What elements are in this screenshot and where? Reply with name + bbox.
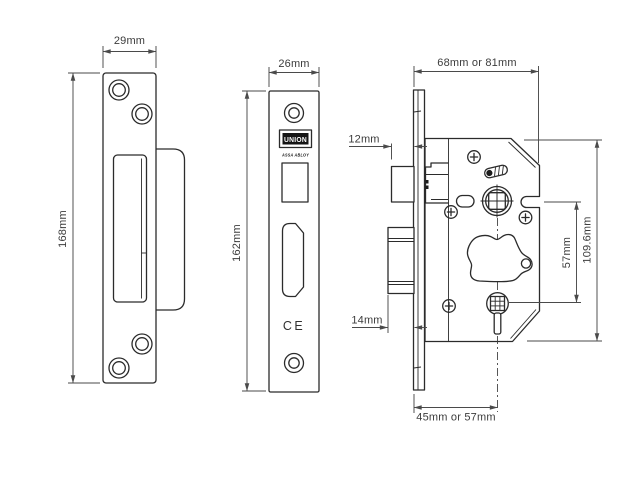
phillips-screw-icon [442, 299, 456, 313]
phillips-screw-icon [444, 205, 458, 219]
keyhole-slot [493, 312, 502, 335]
phillips-screw-icon [467, 150, 481, 164]
screw-hole [108, 79, 130, 101]
deadbolt-aperture [281, 162, 309, 203]
case-chamfer-line [510, 309, 537, 339]
union-logo-text: UNION [284, 135, 307, 144]
spindle-follower [480, 184, 514, 218]
latch-housing [424, 162, 449, 204]
screw-hole [131, 333, 153, 355]
ce-mark: CE [283, 319, 305, 333]
screw-hole [131, 103, 153, 125]
case-chamfer-line [508, 141, 536, 168]
lever-cam [466, 233, 533, 283]
dim-label-forend-height: 162mm [231, 224, 243, 262]
strike-plate-view: 29mm 168mm [57, 35, 186, 384]
faceplate-view: UNION ASSA ABLOY CE 26mm 162mm [231, 58, 320, 393]
dim-label-latch-projection: 12mm [348, 134, 379, 146]
phillips-screw-icon [518, 210, 533, 225]
dim-label-case-height: 109.6mm [582, 216, 594, 263]
dim-label-case-depth: 68mm or 81mm [437, 57, 516, 69]
oval-slot [455, 194, 475, 208]
snib-slot [484, 164, 508, 179]
union-logo: UNION ASSA ABLOY [278, 129, 313, 158]
latch-aperture [281, 222, 305, 298]
screw-hole [283, 352, 305, 374]
latch-bolt [390, 165, 415, 203]
dim-label-backset: 45mm or 57mm [416, 412, 495, 424]
lock-body-view: 68mm or 81mm 12mm 14mm 57mm 109.6mm 45mm… [348, 57, 602, 424]
keyhole [486, 292, 509, 335]
strike-cutout [112, 154, 148, 303]
dim-label-strike-width: 29mm [114, 35, 145, 47]
dim-label-forend-width: 26mm [278, 58, 309, 70]
deadbolt [387, 226, 415, 295]
screw-hole [283, 102, 305, 124]
dust-box [155, 148, 186, 311]
screw-hole [108, 357, 130, 379]
dim-label-deadbolt-projection: 14mm [351, 315, 382, 327]
dim-label-centres: 57mm [561, 237, 573, 268]
assa-abloy-label: ASSA ABLOY [281, 153, 310, 158]
dim-label-strike-height: 168mm [57, 210, 69, 248]
forend-side-profile [412, 89, 426, 391]
